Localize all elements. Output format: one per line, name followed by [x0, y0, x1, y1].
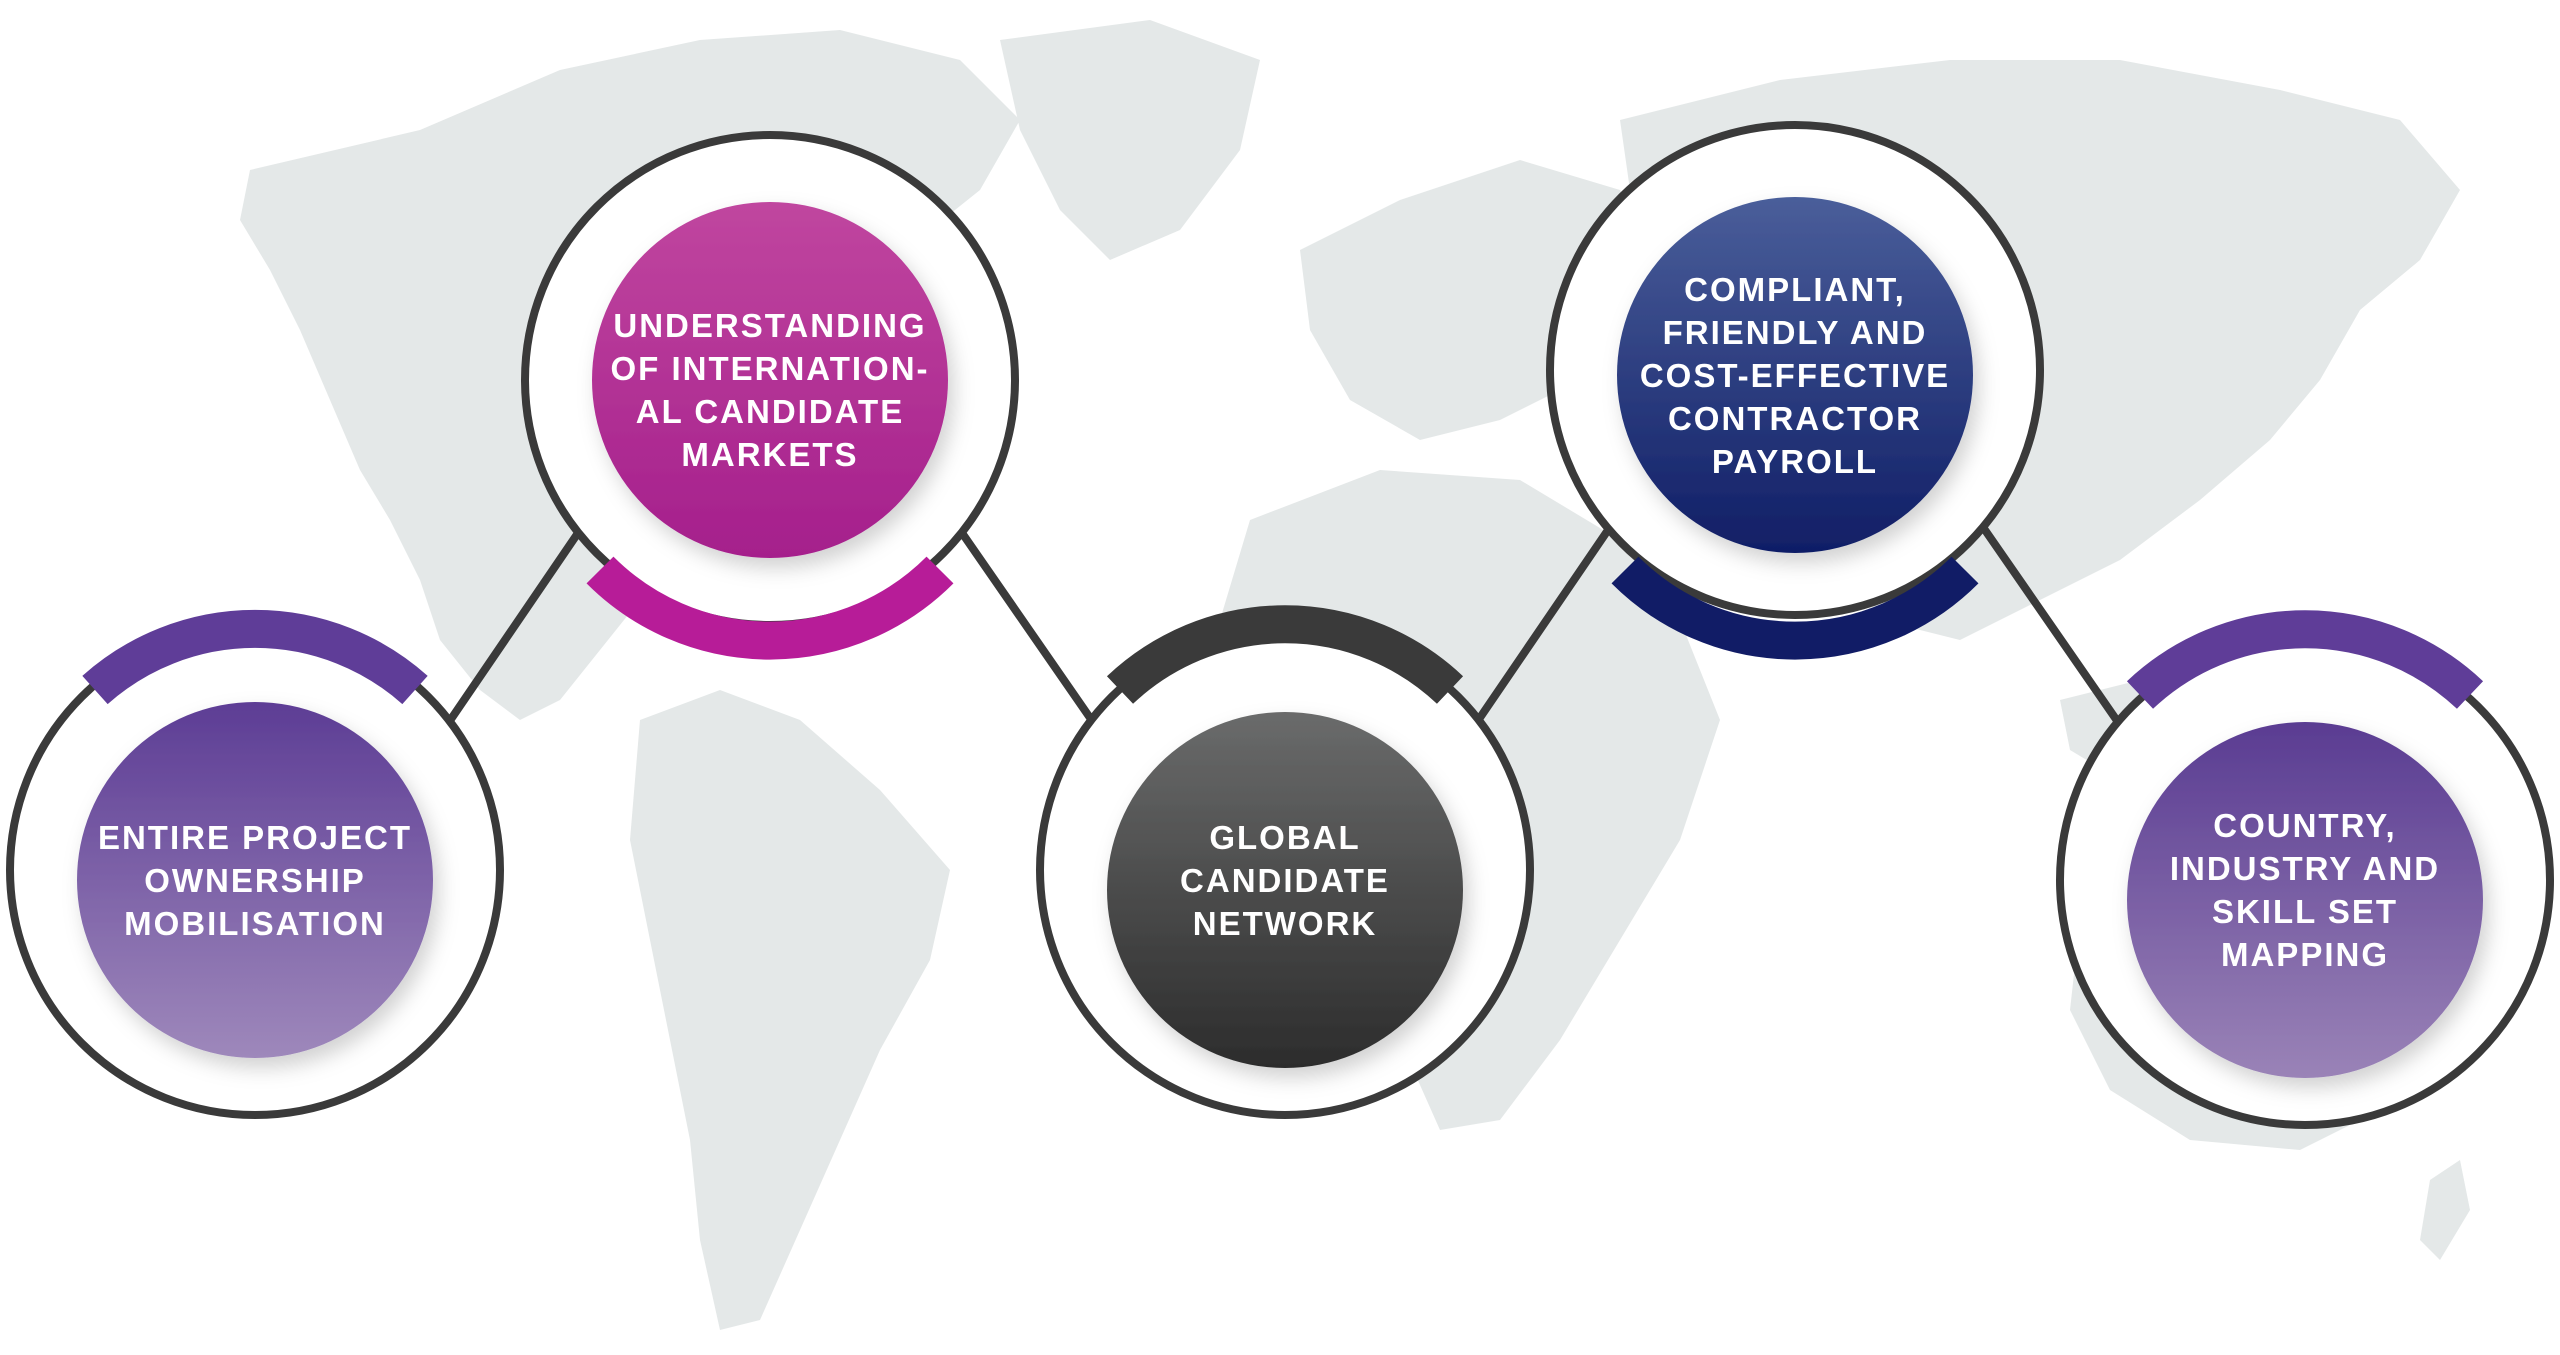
node-top-arc [2126, 610, 2484, 709]
node-disc [1107, 712, 1463, 1068]
node-disc [592, 202, 948, 558]
node-bottom-arc [1611, 556, 1979, 660]
connector-3 [1471, 526, 1612, 729]
connector-4 [1981, 526, 2124, 729]
connector-1 [443, 526, 584, 729]
node-label-country-mapping: COUNTRY, INDUSTRY AND SKILL SET MAPPING [2169, 807, 2441, 973]
node-bottom-arc [586, 556, 954, 660]
node-label-entire-project: ENTIRE PROJECT OWNERSHIP MOBILISATION [97, 818, 413, 942]
node-country-mapping [2056, 610, 2554, 1129]
map-new-zealand [2420, 1160, 2470, 1260]
node-compliant [1546, 121, 2044, 660]
node-global-network [1036, 605, 1534, 1119]
node-top-arc [1106, 605, 1464, 704]
node-label-compliant: COMPLIANT, FRIENDLY AND COST-EFFECTIVE C… [1639, 270, 1951, 480]
node-entire-project [6, 609, 504, 1119]
connector-2 [956, 526, 1099, 729]
node-top-arc [82, 609, 428, 705]
map-south-america [630, 690, 950, 1330]
node-label-global-network: GLOBAL CANDIDATE NETWORK [1180, 818, 1390, 942]
node-disc [77, 702, 433, 1058]
connector-lines [443, 526, 2124, 729]
node-label-understanding: UNDERSTANDING OF INTERNATION- AL CANDIDA… [610, 307, 930, 473]
map-greenland [1000, 20, 1260, 260]
node-disc [2127, 722, 2483, 1078]
node-understanding [521, 131, 1019, 660]
node-disc [1617, 197, 1973, 553]
